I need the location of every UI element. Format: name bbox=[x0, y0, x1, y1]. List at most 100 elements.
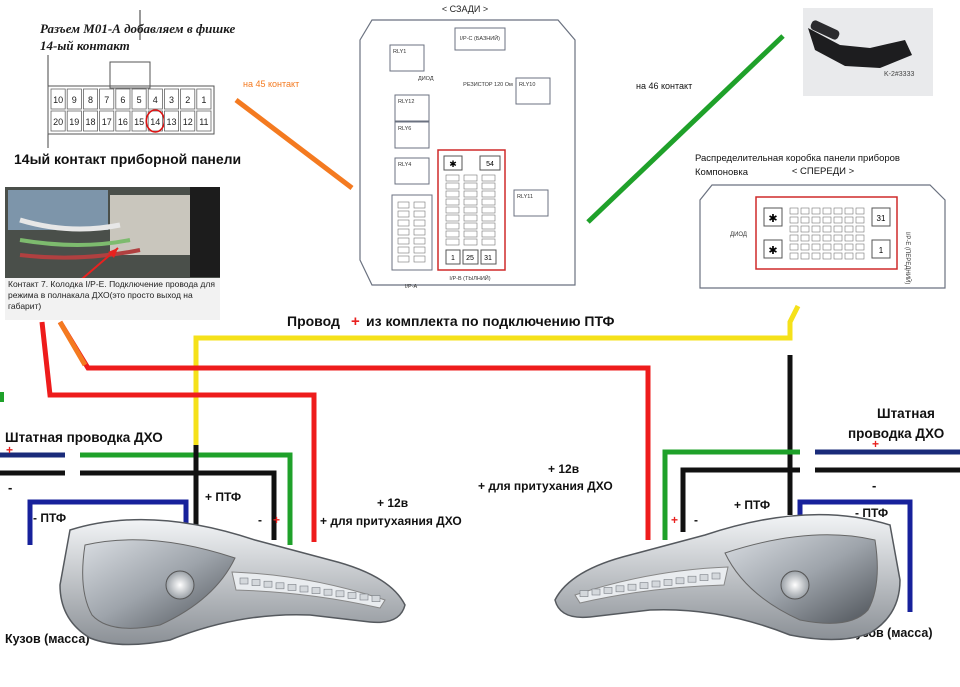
rear-cell-25 bbox=[462, 249, 479, 265]
connector-pin bbox=[66, 88, 82, 110]
left-led bbox=[287, 584, 297, 591]
front-fuse-slot bbox=[822, 207, 832, 215]
rear-cell-54 bbox=[479, 155, 501, 171]
front-fuse-slot bbox=[833, 252, 843, 260]
front-cell-star-2-text: ✱ bbox=[768, 245, 777, 257]
front-fuse-slot bbox=[789, 225, 799, 233]
rear-relay-label: RLY6 bbox=[398, 126, 411, 132]
rear-fusebox: < СЗАДИ > I/P-C (БАЗНИЙ) РЕЗИСТОР 120 Ом… bbox=[345, 0, 585, 296]
left-lamp-bulb bbox=[165, 570, 195, 600]
connector-pin-label: 1 bbox=[201, 95, 206, 105]
front-fuse-slot bbox=[789, 234, 799, 242]
front-fuse-slot bbox=[833, 234, 843, 242]
connector-pin-label: 7 bbox=[104, 95, 109, 105]
connector-pin bbox=[180, 110, 196, 132]
wire-title-plus: + bbox=[351, 313, 360, 330]
connector-pin-label: 5 bbox=[137, 95, 142, 105]
rear-ipa-pin bbox=[413, 219, 426, 227]
rear-fuse-slot bbox=[445, 230, 460, 238]
rear-ipa-label: I/P-A bbox=[405, 284, 418, 290]
left-led bbox=[251, 579, 261, 586]
front-fuse-slot bbox=[855, 207, 865, 215]
front-diode-label: ДИОД bbox=[730, 232, 747, 238]
photo-wires-blue bbox=[8, 190, 108, 230]
front-fuse-slot bbox=[844, 252, 854, 260]
front-cell-star-text: ✱ bbox=[768, 213, 777, 225]
left-plus: + bbox=[6, 443, 13, 457]
front-fuse-slot bbox=[811, 225, 821, 233]
rear-relay-label: RLY12 bbox=[398, 99, 414, 105]
connector-pin-label: 12 bbox=[183, 117, 193, 127]
right-minus-ptf: - ПТФ bbox=[855, 506, 888, 520]
left-minus-ptf: - ПТФ bbox=[33, 511, 66, 525]
front-fuse-slot bbox=[855, 216, 865, 224]
right-led bbox=[687, 575, 697, 583]
rear-fuse-slot bbox=[463, 198, 478, 206]
front-fuse-slot bbox=[822, 243, 832, 251]
connector-pin bbox=[163, 88, 179, 110]
front-fuse-slot bbox=[800, 207, 810, 215]
connector-pin bbox=[83, 88, 99, 110]
front-fusebox: Распределительная коробка панели приборо… bbox=[695, 153, 946, 289]
right-led bbox=[651, 580, 661, 588]
rear-fuses bbox=[445, 174, 496, 246]
front-fuse-slot bbox=[855, 252, 865, 260]
rear-fuse-slot bbox=[463, 222, 478, 230]
connector-pin bbox=[163, 110, 179, 132]
orange-wire-photo bbox=[57, 320, 88, 367]
left-led-row bbox=[239, 577, 381, 602]
connector-pin bbox=[115, 110, 131, 132]
right-led bbox=[711, 572, 721, 580]
rear-relay-label: RLY1 bbox=[393, 49, 406, 55]
rear-fuse-slot bbox=[481, 182, 496, 190]
rear-label: < СЗАДИ > bbox=[442, 4, 488, 14]
rear-fuse-slot bbox=[445, 238, 460, 246]
front-fuse-slot bbox=[811, 243, 821, 251]
right-drl-wiring-2: проводка ДХО bbox=[848, 426, 944, 441]
left-led bbox=[359, 593, 369, 601]
left-led bbox=[371, 595, 381, 602]
rear-fuse-slot bbox=[481, 230, 496, 238]
right-led bbox=[615, 585, 625, 593]
connector-pin-label: 10 bbox=[53, 95, 63, 105]
rear-fuse-slot bbox=[481, 222, 496, 230]
connector-pin-label: 2 bbox=[185, 95, 190, 105]
right-drl-lamp bbox=[554, 513, 901, 641]
right-minus-black: - bbox=[694, 513, 698, 527]
rear-fuse-slot bbox=[445, 174, 460, 182]
connector-pin bbox=[115, 88, 131, 110]
connector-pin-label: 4 bbox=[153, 95, 158, 105]
front-label: < СПЕРЕДИ > bbox=[792, 166, 855, 177]
rear-ipa-pins bbox=[397, 201, 426, 263]
front-fuses bbox=[789, 207, 865, 260]
rear-fuse-slot bbox=[463, 190, 478, 198]
rear-relay bbox=[389, 44, 425, 72]
front-fuse-slot bbox=[800, 216, 810, 224]
rear-ipb-label: I/P-B (ТЫЛНИЙ) bbox=[449, 274, 490, 282]
connector-pin bbox=[83, 110, 99, 132]
rear-fuse-slot bbox=[463, 182, 478, 190]
rear-fuse-slot bbox=[463, 174, 478, 182]
rear-relay bbox=[394, 157, 430, 185]
right-led bbox=[639, 582, 649, 589]
front-cell-1 bbox=[871, 239, 891, 259]
connector-pin-label: 20 bbox=[53, 117, 63, 127]
rear-cell-star-text: ✱ bbox=[449, 159, 457, 169]
connector-pin bbox=[180, 88, 196, 110]
front-cell-1-text: 1 bbox=[879, 246, 884, 255]
front-fuse-slot bbox=[811, 207, 821, 215]
front-fuse-slot bbox=[800, 252, 810, 260]
left-body-ground: Кузов (масса) bbox=[5, 632, 89, 646]
front-fuse-slot bbox=[811, 216, 821, 224]
rear-cell-31-text: 31 bbox=[484, 255, 492, 262]
label-to46: на 46 контакт bbox=[636, 81, 692, 91]
dist-box-title2: Компоновка bbox=[695, 167, 749, 178]
rear-ipa-pin bbox=[397, 237, 410, 245]
connector-pin-label: 19 bbox=[69, 117, 79, 127]
front-fuse-slot bbox=[844, 225, 854, 233]
rear-cell-star bbox=[443, 155, 463, 171]
front-fuse-slot bbox=[844, 243, 854, 251]
rear-ipa-pin bbox=[397, 219, 410, 227]
left-minus-green: - bbox=[258, 513, 262, 527]
